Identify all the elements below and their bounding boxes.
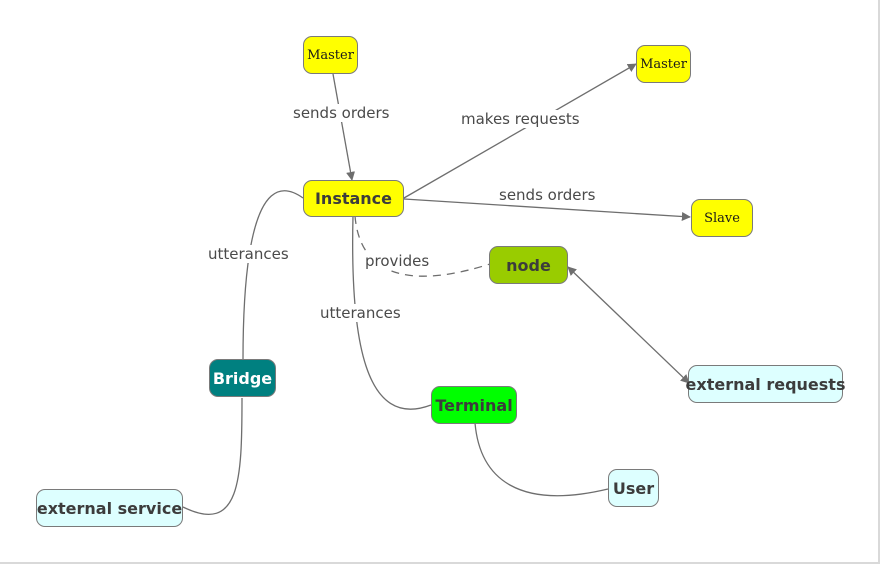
- external-service-node-label: external service: [36, 498, 183, 518]
- terminal-node[interactable]: Terminal: [431, 386, 517, 424]
- edge-instance-terminal: [352, 215, 432, 410]
- external-service-node[interactable]: external service: [36, 489, 183, 527]
- master-node-top[interactable]: Master: [303, 36, 358, 74]
- edge-label-sends-orders-2: sends orders: [499, 186, 596, 204]
- master-node-right[interactable]: Master: [636, 45, 691, 83]
- edge-instance-to-master-right: [403, 63, 637, 199]
- edge-label-sends-orders-1: sends orders: [293, 104, 390, 122]
- edge-label-provides: provides: [365, 252, 430, 270]
- master-node-top-label: Master: [307, 47, 354, 63]
- edge-instance-to-slave: [403, 198, 691, 221]
- external-requests-node[interactable]: external requests: [685, 365, 846, 403]
- edge-terminal-user: [474, 422, 609, 497]
- canvas-border-bottom: [0, 562, 880, 564]
- canvas-border-right: [878, 0, 880, 564]
- user-node[interactable]: User: [608, 469, 659, 507]
- edge-instance-bridge: [242, 190, 304, 361]
- instance-node[interactable]: Instance: [303, 180, 404, 217]
- edge-label-utterances-center: utterances: [320, 304, 401, 322]
- slave-node[interactable]: Slave: [691, 199, 753, 237]
- edge-label-utterances-left: utterances: [208, 245, 289, 263]
- node-node[interactable]: node: [489, 246, 568, 284]
- edge-node-external-requests: [567, 266, 690, 384]
- user-node-label: User: [612, 478, 655, 498]
- edge-instance-node-provides: [354, 215, 491, 277]
- bridge-node[interactable]: Bridge: [209, 359, 276, 397]
- node-node-label: node: [506, 255, 551, 275]
- instance-node-label: Instance: [314, 189, 393, 208]
- slave-node-label: Slave: [704, 210, 740, 226]
- bridge-node-label: Bridge: [212, 368, 273, 388]
- external-requests-node-label: external requests: [685, 374, 846, 394]
- edge-bridge-external-service: [182, 397, 243, 515]
- edge-label-makes-requests: makes requests: [461, 110, 580, 128]
- terminal-node-label: Terminal: [435, 395, 513, 415]
- edge-master-to-instance: [332, 73, 356, 181]
- master-node-right-label: Master: [640, 56, 687, 72]
